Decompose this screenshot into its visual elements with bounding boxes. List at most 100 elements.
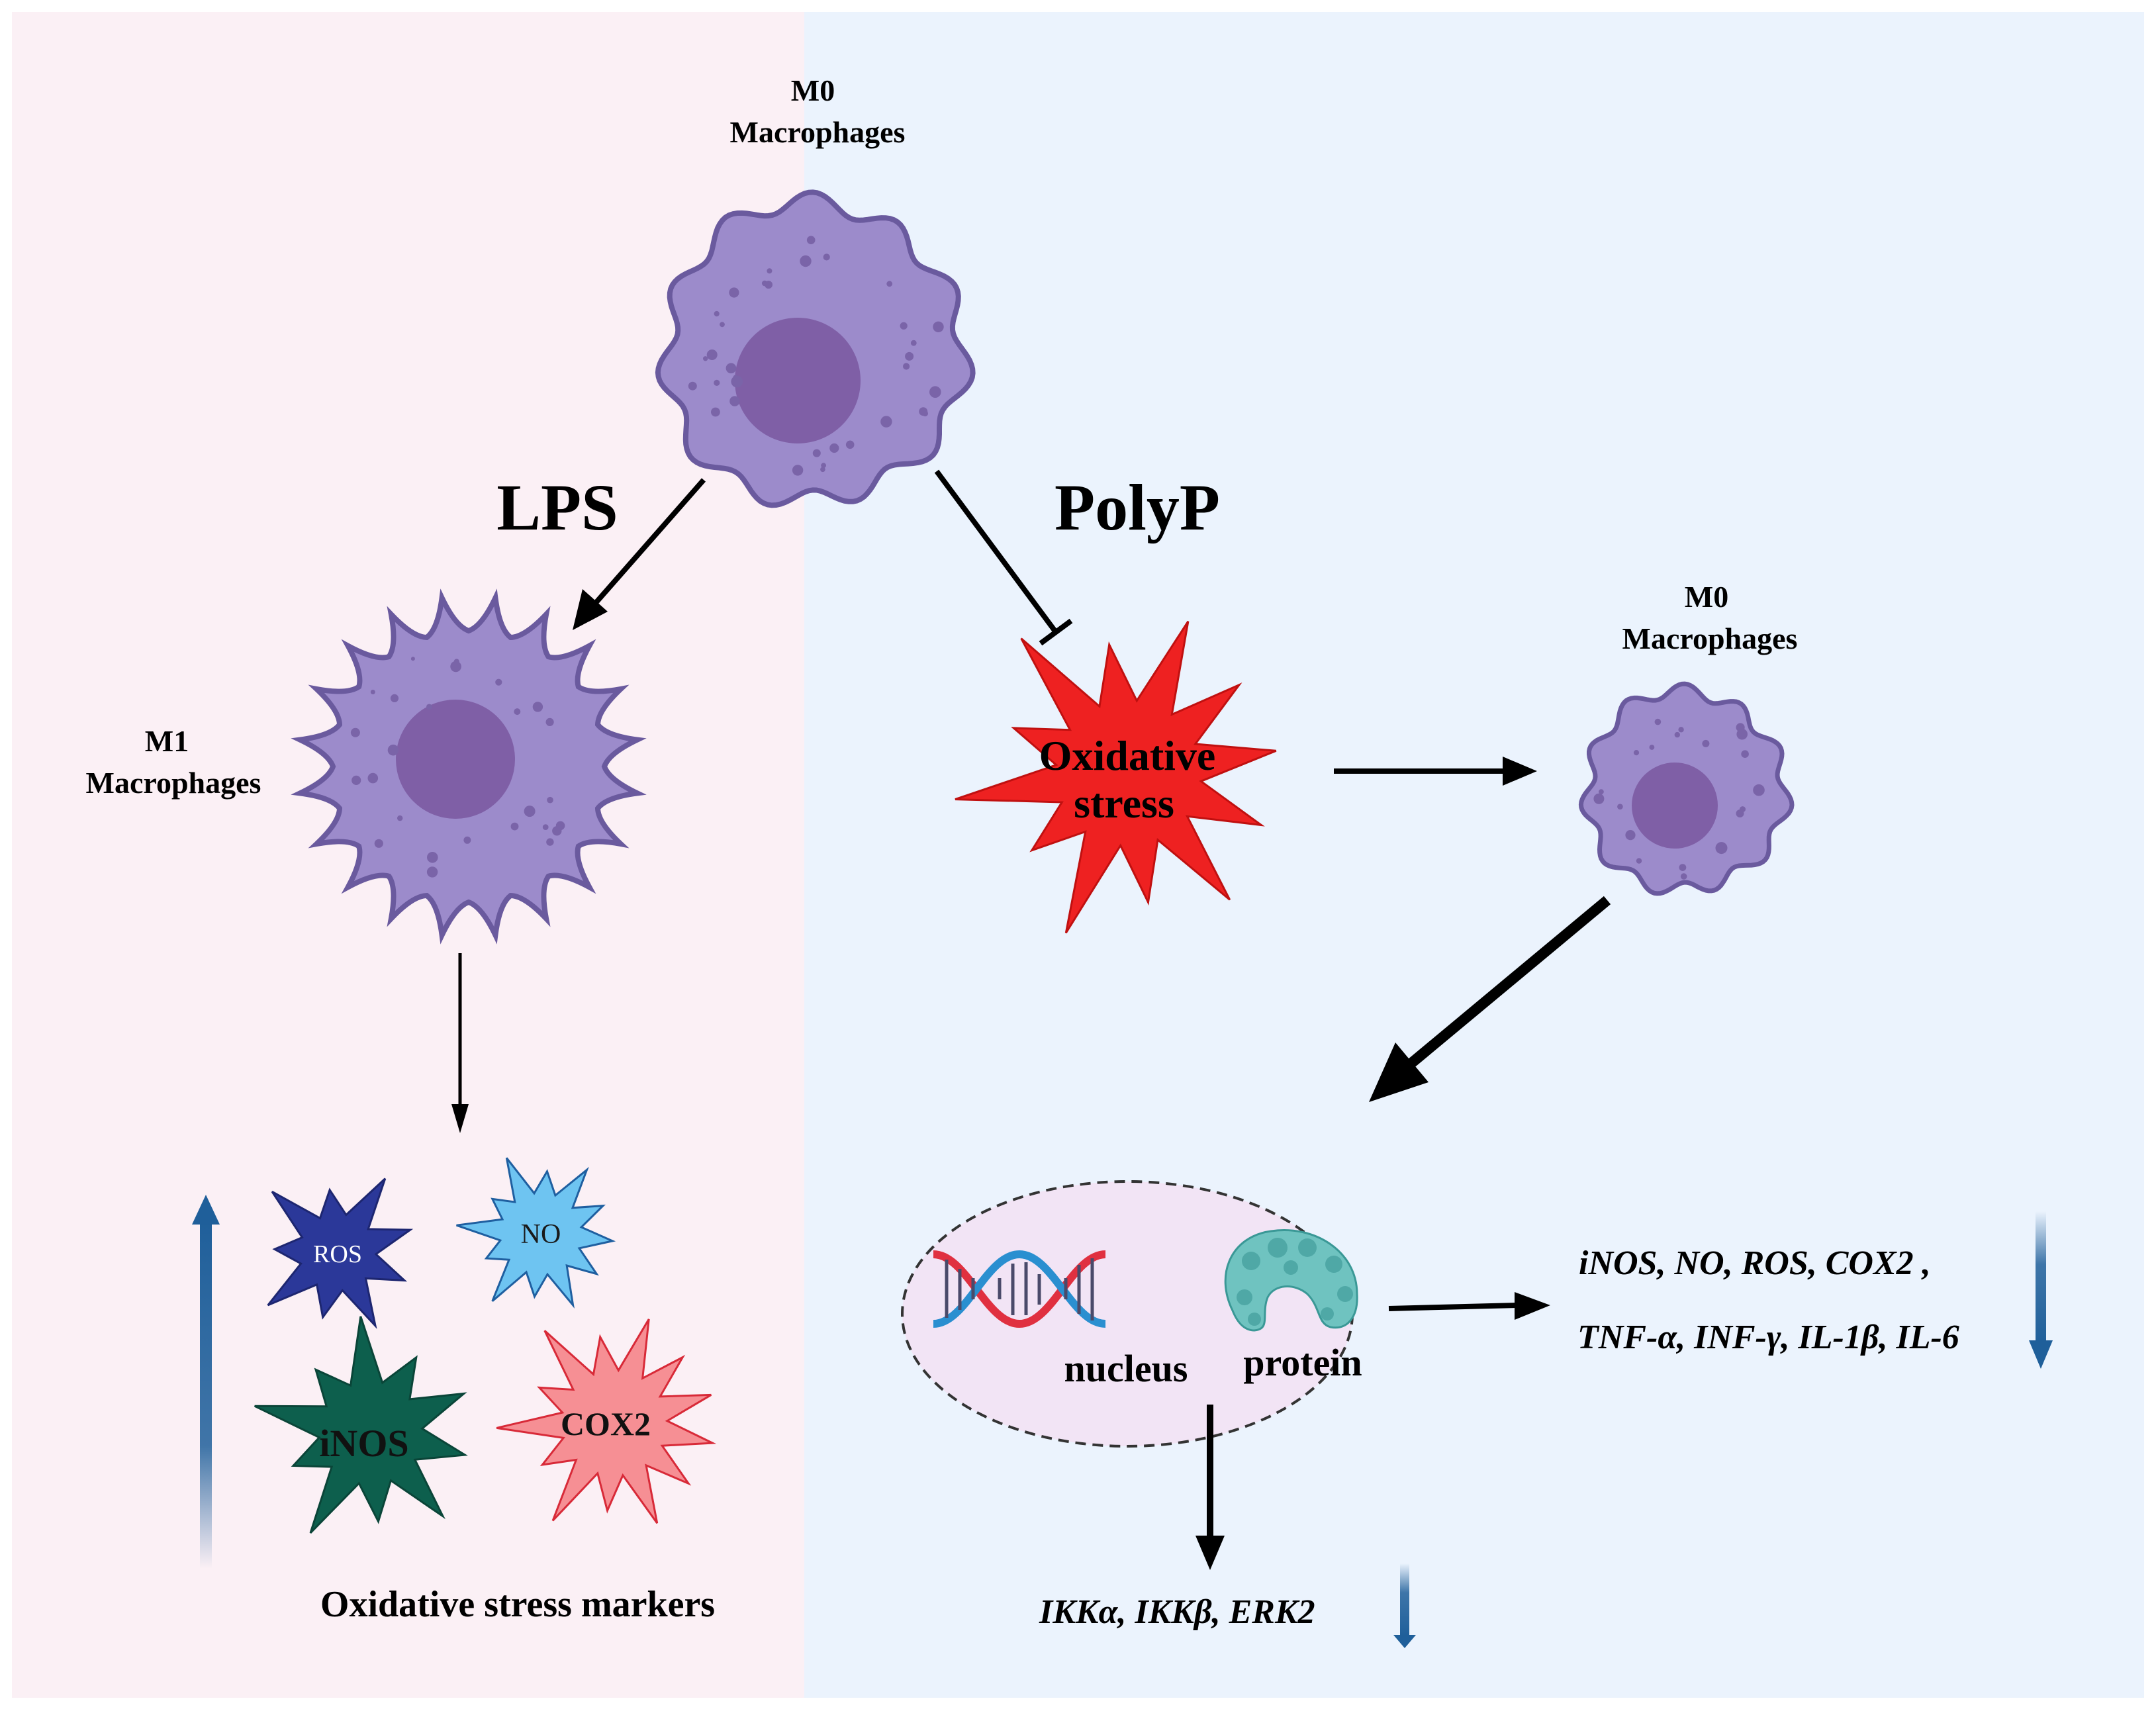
granule-dot <box>1625 830 1636 841</box>
granule-dot <box>1680 873 1687 880</box>
polyp-label: PolyP <box>1055 471 1220 544</box>
granule-dot <box>761 280 768 287</box>
oxidative-label-line1: Oxidative <box>1039 732 1216 779</box>
downregulated-list-line1: iNOS, NO, ROS, COX2 , <box>1579 1244 1931 1282</box>
inos-burst <box>254 1316 468 1534</box>
ellipse-to-genes-arrow <box>1388 1292 1550 1320</box>
granule-dot <box>821 463 826 469</box>
granule-dot <box>397 815 403 821</box>
granule-dot <box>426 704 432 710</box>
top-cell-nucleus <box>735 318 861 443</box>
granule-dot <box>427 852 438 863</box>
granule-dot <box>806 236 816 245</box>
granule-dot <box>450 661 461 672</box>
granule-dot <box>1617 804 1623 810</box>
granule-dot <box>812 449 821 457</box>
granule-dot <box>555 821 565 831</box>
m0-macrophage-right <box>1578 681 1795 896</box>
granule-dot <box>922 410 928 417</box>
granule-dot <box>933 321 944 332</box>
granule-dot <box>545 718 554 726</box>
granule-dot <box>1736 810 1744 817</box>
granule-dot <box>1636 858 1642 864</box>
granule-dot <box>688 381 697 391</box>
granule-dot <box>514 708 521 716</box>
pathway-list: IKKα, IKKβ, ERK2 <box>1039 1593 1315 1631</box>
top-cell-granules <box>688 236 944 476</box>
oxidative-label-line2: stress <box>1074 780 1174 827</box>
top-cell-label-line2: Macrophages <box>730 115 906 149</box>
granule-dot <box>900 322 908 330</box>
right-downregulation-arrow-shaft <box>2036 1211 2046 1344</box>
granule-dot <box>792 465 804 476</box>
granule-dot <box>731 375 743 388</box>
pathway-downregulation-arrow-head <box>1393 1635 1416 1648</box>
granule-dot <box>845 440 855 449</box>
granule-dot <box>729 287 739 298</box>
downregulated-list-line2: TNF-α, INF-γ, IL-1β, IL-6 <box>1577 1319 1959 1356</box>
cell-interior-ellipse <box>901 1180 1354 1448</box>
granule-dot <box>886 281 893 287</box>
granule-dot <box>1753 784 1765 796</box>
granule-dot <box>1702 739 1710 747</box>
granule-dot <box>929 386 941 398</box>
granule-dot <box>800 255 812 267</box>
upregulation-arrow-shaft <box>200 1218 212 1569</box>
m1-cell-granules <box>350 657 565 878</box>
granule-dot <box>532 702 543 712</box>
granule-dot <box>903 363 910 370</box>
granule-dot <box>1599 789 1604 795</box>
oxidative-stress-burst <box>955 620 1277 934</box>
granule-dot <box>390 694 399 702</box>
granule-dot <box>410 657 415 661</box>
cox2-burst <box>496 1319 717 1524</box>
granule-dot <box>426 866 438 878</box>
granule-dot <box>1741 750 1749 758</box>
oxidative-to-m0-arrow <box>1334 757 1537 786</box>
m1-cell-nucleus <box>396 700 515 819</box>
granule-dot <box>905 351 914 361</box>
granule-dot <box>453 659 459 665</box>
m1-macrophage <box>291 588 647 945</box>
right-cell-granules <box>1593 718 1765 880</box>
ros-burst <box>267 1178 414 1329</box>
granule-dot <box>524 806 536 817</box>
polyp-inhibition-line <box>934 469 1073 646</box>
right-cell-label-line2: Macrophages <box>1622 622 1798 655</box>
granule-dot <box>726 363 737 374</box>
right-cell-nucleus <box>1632 763 1718 849</box>
granule-dot <box>1736 728 1748 740</box>
protein-label: protein <box>1243 1341 1362 1384</box>
right-cell-label-line1: M0 <box>1685 580 1728 614</box>
granule-dot <box>1715 842 1728 855</box>
granule-dot <box>703 356 708 361</box>
markers-caption: Oxidative stress markers <box>320 1584 715 1625</box>
granule-dot <box>706 349 718 360</box>
granule-dot <box>711 407 720 417</box>
ros-label: ROS <box>313 1240 362 1268</box>
no-label: NO <box>521 1219 561 1250</box>
granule-dot <box>1678 727 1684 733</box>
lps-label: LPS <box>496 471 618 544</box>
ellipse-to-pathway-arrow <box>1195 1405 1225 1570</box>
granule-dot <box>367 772 379 784</box>
top-cell-label-line1: M0 <box>791 73 835 107</box>
granule-dot <box>910 340 917 346</box>
upregulation-arrow-head <box>192 1195 220 1225</box>
granule-dot <box>542 824 549 830</box>
granule-dot <box>387 744 399 756</box>
right-panel <box>804 12 2144 1698</box>
granule-dot <box>880 416 892 428</box>
granule-dot <box>720 322 725 328</box>
nucleus-label: nucleus <box>1064 1347 1188 1390</box>
granule-dot <box>495 678 502 686</box>
granule-dot <box>1649 745 1655 750</box>
granule-dot <box>547 796 553 804</box>
granule-dot <box>729 396 740 406</box>
inos-label: iNOS <box>319 1422 408 1465</box>
granule-dot <box>374 839 383 848</box>
granule-dot <box>1679 864 1687 871</box>
granule-dot <box>352 775 361 785</box>
m1-cell-label-line1: M1 <box>145 724 189 758</box>
